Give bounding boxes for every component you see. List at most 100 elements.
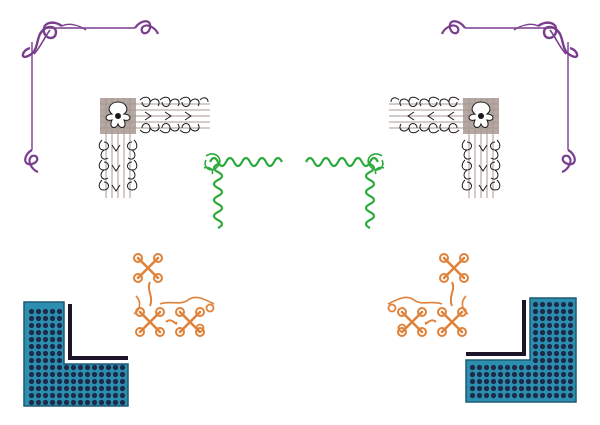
dot: [546, 343, 553, 350]
dot: [63, 385, 70, 392]
dot: [35, 392, 42, 399]
dot: [84, 392, 91, 399]
dot: [476, 378, 483, 385]
dot: [553, 301, 560, 308]
dot: [119, 378, 126, 385]
dot: [98, 385, 105, 392]
dot: [28, 371, 35, 378]
dot: [98, 399, 105, 406]
dot: [35, 357, 42, 364]
dot: [511, 364, 518, 371]
dot: [35, 308, 42, 315]
dot: [469, 371, 476, 378]
dot: [567, 378, 574, 385]
dot: [511, 392, 518, 399]
dot: [539, 350, 546, 357]
dot: [483, 378, 490, 385]
dot: [469, 364, 476, 371]
dot: [49, 399, 56, 406]
dot: [105, 364, 112, 371]
dot: [84, 399, 91, 406]
dot: [553, 364, 560, 371]
dot: [84, 385, 91, 392]
dot: [504, 378, 511, 385]
dot: [476, 371, 483, 378]
dot: [546, 301, 553, 308]
dot: [525, 385, 532, 392]
dot: [35, 378, 42, 385]
dot: [84, 371, 91, 378]
dot: [546, 329, 553, 336]
dot: [56, 357, 63, 364]
dot: [525, 378, 532, 385]
purple-flourish-corner-top-right: [440, 20, 579, 174]
dot: [49, 357, 56, 364]
dot: [553, 336, 560, 343]
dot: [567, 301, 574, 308]
dot: [119, 371, 126, 378]
dot: [70, 392, 77, 399]
dot: [518, 385, 525, 392]
dot: [28, 378, 35, 385]
dot: [497, 385, 504, 392]
dot: [28, 329, 35, 336]
dot: [119, 364, 126, 371]
dot: [469, 392, 476, 399]
dot: [476, 364, 483, 371]
dot: [539, 336, 546, 343]
dot: [49, 343, 56, 350]
dot: [539, 322, 546, 329]
dot: [28, 392, 35, 399]
dot: [49, 350, 56, 357]
dot: [483, 371, 490, 378]
dot: [560, 364, 567, 371]
dot: [56, 308, 63, 315]
dot: [546, 357, 553, 364]
dot: [35, 399, 42, 406]
dot: [70, 385, 77, 392]
dot: [560, 301, 567, 308]
dot: [112, 399, 119, 406]
dot: [560, 329, 567, 336]
dot: [35, 336, 42, 343]
dot: [567, 336, 574, 343]
dot: [28, 315, 35, 322]
dot: [539, 378, 546, 385]
dot: [567, 322, 574, 329]
dot: [539, 343, 546, 350]
dot: [567, 385, 574, 392]
dot: [56, 371, 63, 378]
dot: [35, 343, 42, 350]
dot: [56, 343, 63, 350]
dot: [532, 329, 539, 336]
dot: [511, 378, 518, 385]
dot: [77, 392, 84, 399]
dot: [35, 350, 42, 357]
dot: [469, 378, 476, 385]
dot: [98, 392, 105, 399]
dot: [42, 322, 49, 329]
dot: [560, 315, 567, 322]
dot: [112, 364, 119, 371]
dot: [28, 399, 35, 406]
dot: [560, 350, 567, 357]
dot: [532, 378, 539, 385]
dot: [476, 385, 483, 392]
dot: [553, 357, 560, 364]
dot: [56, 329, 63, 336]
dot: [553, 315, 560, 322]
dot: [42, 399, 49, 406]
dot: [504, 371, 511, 378]
dot: [490, 378, 497, 385]
dot: [63, 371, 70, 378]
dot: [56, 392, 63, 399]
dot: [532, 357, 539, 364]
dot: [84, 364, 91, 371]
dot: [511, 385, 518, 392]
dot: [105, 385, 112, 392]
dot: [42, 385, 49, 392]
dot: [532, 308, 539, 315]
dot: [35, 329, 42, 336]
dot: [539, 385, 546, 392]
